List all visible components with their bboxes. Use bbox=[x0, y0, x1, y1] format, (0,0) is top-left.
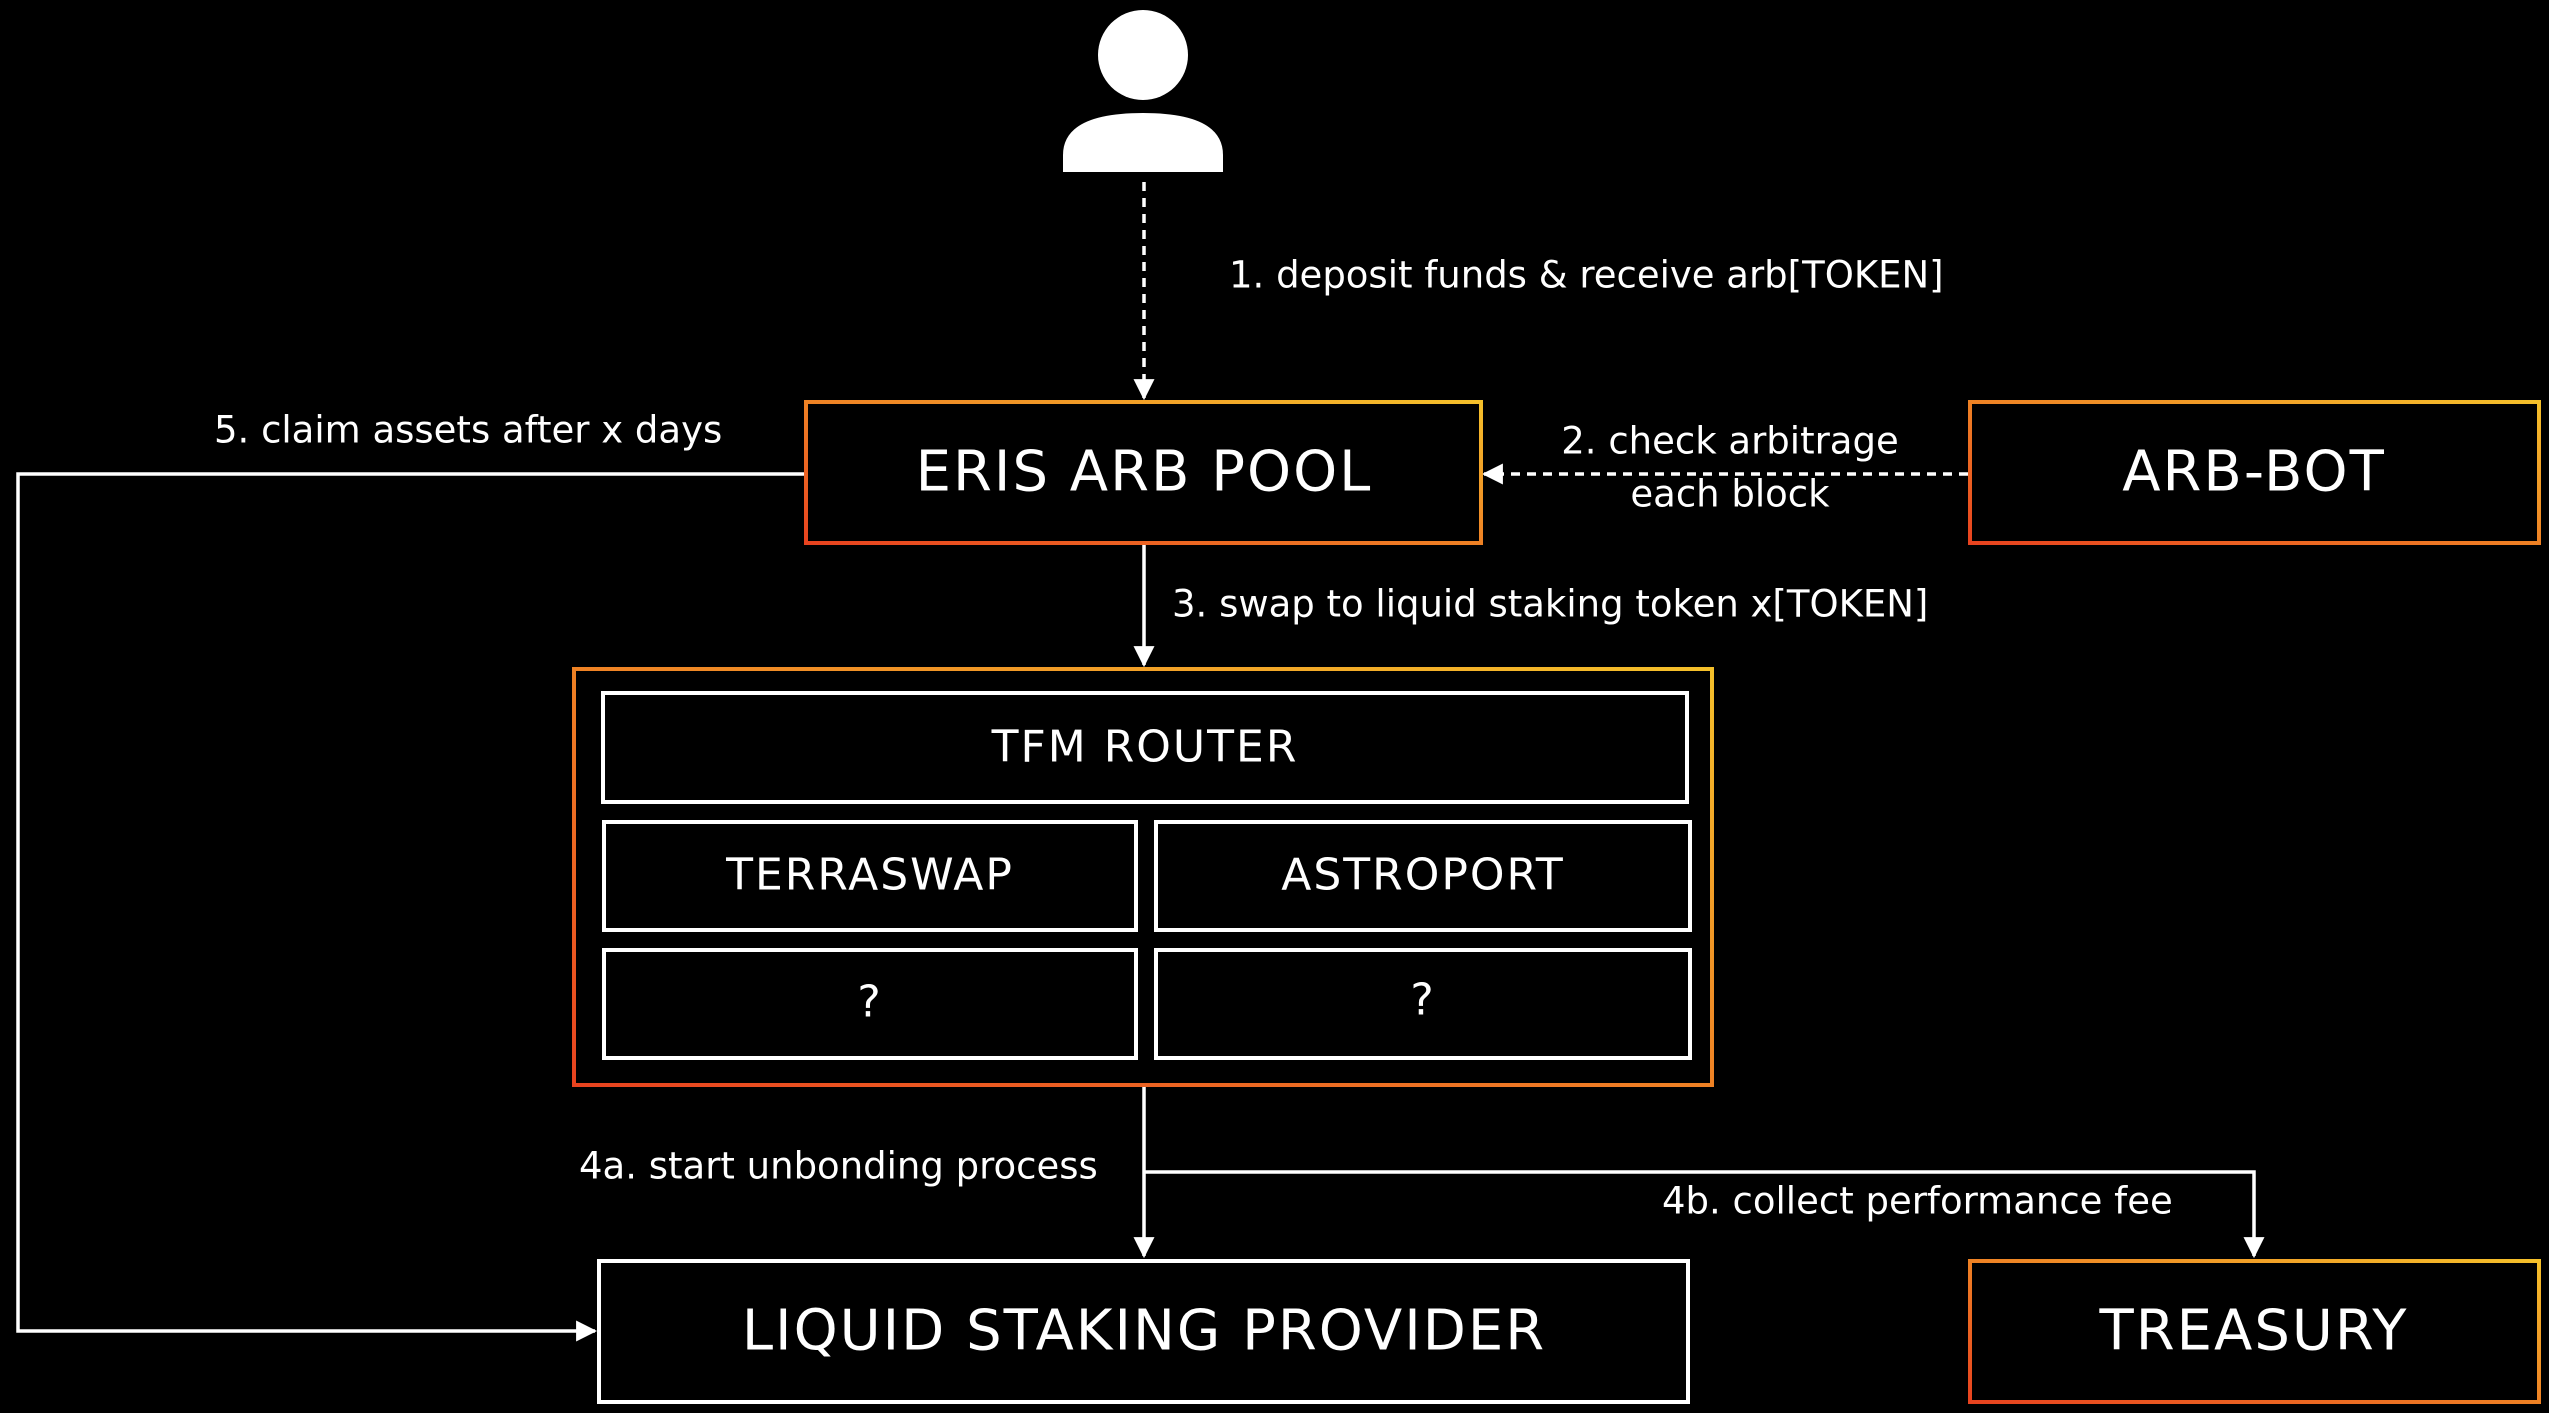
treasury-label: TREASURY bbox=[2099, 1299, 2409, 1364]
node-liquid-staking-provider: LIQUID STAKING PROVIDER bbox=[597, 1259, 1690, 1404]
node-terraswap: TERRASWAP bbox=[602, 820, 1138, 932]
node-unknown-dex-2: ? bbox=[1154, 948, 1692, 1060]
node-unknown-dex-1: ? bbox=[602, 948, 1138, 1060]
node-arb-bot: ARB-BOT bbox=[1968, 400, 2541, 545]
label-step2-line2: each block bbox=[1630, 473, 1830, 516]
edge-performance-fee bbox=[1144, 1170, 2265, 1259]
node-treasury: TREASURY bbox=[1968, 1259, 2541, 1404]
node-router-group: TFM ROUTER TERRASWAP ASTROPORT ? ? bbox=[572, 667, 1714, 1087]
terraswap-label: TERRASWAP bbox=[725, 850, 1014, 901]
edges bbox=[16, 182, 2265, 1342]
arb-bot-label: ARB-BOT bbox=[2122, 440, 2386, 505]
tfm-router-label: TFM ROUTER bbox=[991, 722, 1299, 773]
edge-labels: 1. deposit funds & receive arb[TOKEN] 2.… bbox=[214, 254, 2173, 1223]
label-step3: 3. swap to liquid staking token x[TOKEN] bbox=[1172, 583, 1928, 626]
liquid-staking-provider-label: LIQUID STAKING PROVIDER bbox=[742, 1299, 1546, 1364]
node-tfm-router: TFM ROUTER bbox=[601, 691, 1689, 804]
node-eris-arb-pool: ERIS ARB POOL bbox=[804, 400, 1483, 545]
label-step1: 1. deposit funds & receive arb[TOKEN] bbox=[1229, 254, 1944, 297]
eris-arb-pool-label: ERIS ARB POOL bbox=[916, 440, 1373, 505]
label-step2-line1: 2. check arbitrage bbox=[1561, 420, 1898, 463]
user-icon bbox=[1063, 10, 1223, 172]
label-step5: 5. claim assets after x days bbox=[214, 409, 722, 452]
label-step4b: 4b. collect performance fee bbox=[1662, 1180, 2173, 1223]
unknown-dex-2-label: ? bbox=[1410, 975, 1435, 1026]
astroport-label: ASTROPORT bbox=[1281, 850, 1565, 901]
edge-claim-assets bbox=[16, 472, 804, 1342]
label-step4a: 4a. start unbonding process bbox=[579, 1145, 1098, 1188]
node-astroport: ASTROPORT bbox=[1154, 820, 1692, 932]
unknown-dex-1-label: ? bbox=[857, 977, 882, 1028]
